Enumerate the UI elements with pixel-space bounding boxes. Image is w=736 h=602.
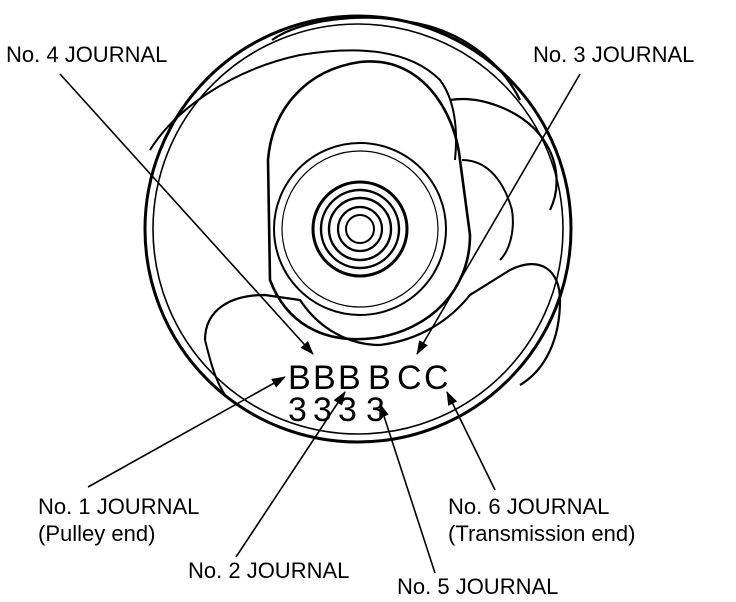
leader-no6 (446, 391, 496, 491)
upper-counterweight (271, 16, 521, 101)
bore-ring-3 (327, 196, 393, 262)
code-letter-2: B (313, 359, 336, 397)
label-no1-journal: No. 1 JOURNAL (38, 494, 199, 519)
crank-web (266, 60, 472, 341)
upper-counterweight-inner (149, 49, 458, 161)
code-letter-3: B (338, 359, 361, 397)
leader-lines (59, 73, 581, 574)
bore-ring-1 (311, 180, 409, 278)
code-number-4: 3 (366, 391, 385, 429)
callout-labels: No. 4 JOURNAL No. 3 JOURNAL No. 1 JOURNA… (6, 42, 694, 599)
snout-ring (281, 150, 439, 308)
journal-code-stamp: B B B B C C 3 3 3 3 (288, 359, 449, 429)
code-number-1: 3 (288, 391, 307, 429)
code-letter-1: B (288, 359, 311, 397)
label-no3-journal: No. 3 JOURNAL (533, 42, 694, 67)
crankshaft-end-drawing (143, 14, 573, 444)
bore-ring-2 (319, 188, 401, 270)
code-letter-5: C (397, 359, 422, 397)
leader-no2 (235, 391, 346, 558)
code-number-2: 3 (313, 391, 332, 429)
right-lobe-inner (461, 159, 514, 261)
leader-no4 (59, 73, 314, 355)
snout-outer (273, 142, 447, 316)
leader-no1 (87, 376, 286, 488)
leader-no3 (416, 73, 581, 355)
lower-counterweight (203, 263, 562, 386)
label-no1-note: (Pulley end) (38, 521, 155, 546)
label-no4-journal: No. 4 JOURNAL (6, 42, 167, 67)
bore-ring-4 (336, 205, 384, 253)
code-letter-6: C (424, 359, 449, 397)
label-no6-note: (Transmission end) (448, 521, 635, 546)
label-no2-journal: No. 2 JOURNAL (188, 558, 349, 583)
bore-ring-5 (345, 214, 375, 244)
right-counterweight (449, 98, 558, 211)
code-number-3: 3 (338, 391, 357, 429)
label-no5-journal: No. 5 JOURNAL (397, 574, 558, 599)
label-no6-journal: No. 6 JOURNAL (448, 494, 609, 519)
outer-flange-circle (143, 14, 573, 444)
leader-no5 (379, 403, 436, 574)
code-letter-4: B (368, 359, 391, 397)
lower-left-edge (204, 339, 226, 396)
inner-flange-circle (152, 23, 564, 435)
